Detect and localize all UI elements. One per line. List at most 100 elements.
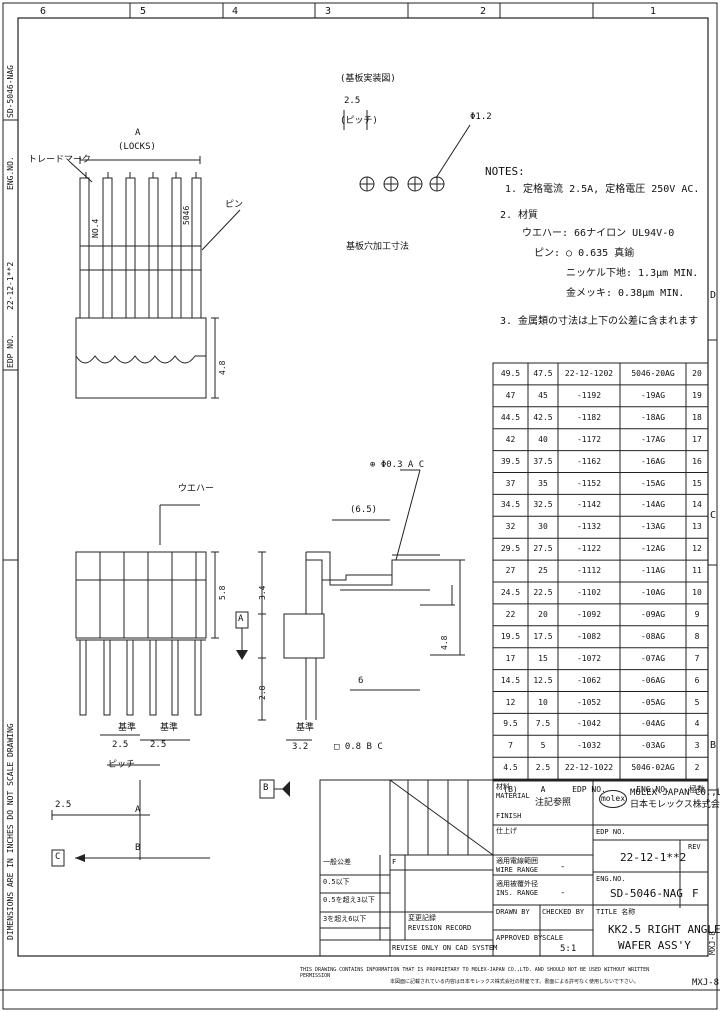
table-cell: -14AG [640,500,666,510]
molex-logo: molex [599,790,627,808]
table-header-cell: EDP NO. [572,785,606,795]
dim-pitch-2: 2.5 [150,740,167,750]
table-cell: -13AG [640,522,666,532]
table-cell: 17 [692,434,702,444]
notes-title: NOTES: [485,165,525,178]
table-cell: -1122 [576,544,602,554]
table-cell: 13 [692,522,702,532]
pitch-label: ピッチ [108,760,136,770]
rev-value: F [692,887,699,900]
table-cell: 37 [505,478,516,488]
dim-b-bottom: B [135,843,141,853]
insulation-label: 適用被覆外径 [496,880,538,888]
pcb-hole-dim: Φ1.2 [470,112,492,122]
revise-note: REVISE ONLY ON CAD SYSTEM [392,944,498,952]
table-cell: 22-12-1022 [564,763,614,773]
table-cell: -09AG [640,609,666,619]
table-cell: 42.5 [533,412,553,422]
body-text-5046: 5046 [182,205,191,225]
table-cell: 7 [508,741,513,751]
note-line: 金メッキ: 0.38μm MIN. [566,288,685,299]
finish-label: FINISH [496,812,522,820]
table-cell: 18 [692,412,702,422]
edp-value: 22-12-1**2 [620,851,687,864]
company-en: MOLEX-JAPAN CO.,LTD. [630,788,720,798]
basis-label: 基準 [118,723,137,733]
table-cell: 3 [694,741,700,751]
table-cell: 12 [505,697,516,707]
table-cell: 44.5 [500,412,521,422]
table-cell: -1102 [576,588,602,597]
table-cell: 32.5 [533,500,553,510]
table-cell: -12AG [640,544,666,554]
datum-c: C [55,852,61,862]
table-header-cell: A [540,785,546,795]
table-cell: 5046-02AG [631,763,675,773]
checked-label: CHECKED BY [542,908,585,916]
zone-label: 1 [650,6,657,17]
note-line: ニッケル下地: 1.3μm MIN. [566,268,699,279]
edp-label: EDP NO. [596,828,626,836]
table-cell: 47 [505,390,516,400]
table-cell: -17AG [640,434,666,444]
table-cell: -1182 [576,412,602,422]
table-cell: 39.5 [500,456,521,466]
note-line: ウエハー: 66ナイロン UL94V-0 [522,228,675,239]
table-cell: 45 [538,390,548,400]
table-cell: -15AG [640,478,666,488]
table-cell: -1172 [576,434,602,444]
zone-label: 3 [325,6,332,17]
table-cell: -1162 [576,456,602,466]
eng-value: SD-5046-NAG [610,887,683,900]
table-cell: 24.5 [500,588,521,597]
basis-label-2: 基準 [160,723,179,733]
datum-a: A [238,614,244,624]
table-cell: -19AG [640,390,666,400]
footer-code: MXJ-8 [692,978,720,988]
finish-label-jp: 仕上げ [496,827,517,835]
table-cell: -08AG [640,631,666,641]
table-cell: 16 [692,456,702,466]
zone-label: 4 [232,6,239,17]
table-cell: 22.5 [533,588,553,597]
wire-range-value: - [560,862,566,872]
wire-range-en: WIRE RANGE [496,866,539,874]
table-cell: -1092 [576,609,602,619]
table-cell: -06AG [640,675,666,685]
table-cell: 4.5 [503,763,518,773]
table-cell: 47.5 [533,369,553,378]
dim-3-4: 3.4 [258,585,267,600]
table-cell: 19.5 [500,631,521,641]
left-margin-eng-label: ENG.NO. [6,156,15,190]
insulation-en: INS. RANGE [496,889,539,897]
table-cell: 6 [694,675,700,685]
table-cell: 12.5 [533,675,553,685]
pcb-pitch-dim: 2.5 [344,96,361,106]
scale-label: SCALE [542,934,564,942]
table-cell: 9 [694,609,700,619]
material-value: 注記参照 [535,798,572,808]
left-margin-eng-no: SD-5046-NAG [6,65,15,118]
dim-4-8: 4.8 [440,635,449,650]
footer-jp: 本図面に記載されている内容は日本モレックス株式会社の財産です。書面による許可なく… [390,979,639,985]
zone-label: 2 [480,6,487,17]
table-cell: -1132 [576,522,602,532]
left-margin-edp-label: EDP NO. [6,334,15,368]
eng-label: ENG.NO. [596,875,626,883]
pcb-pitch-sub: (ピッチ) [340,116,378,126]
table-cell: 15 [692,478,702,488]
material-label-en: MATERIAL [496,792,530,800]
wire-range-label: 適用電線範囲 [496,857,538,865]
table-cell: 8 [694,631,700,641]
dim-body-height: 4.8 [218,360,227,375]
title-label: TITLE 名称 [596,908,636,916]
table-cell: 20 [692,369,702,378]
table-cell: 22 [505,609,516,619]
table-cell: 32 [505,522,516,532]
table-header-cell: (B) [503,785,518,795]
table-cell: -11AG [640,566,666,576]
table-cell: 34.5 [500,500,521,510]
revision-record: REVISION RECORD [408,924,472,932]
material-label: 材料 [496,783,510,791]
